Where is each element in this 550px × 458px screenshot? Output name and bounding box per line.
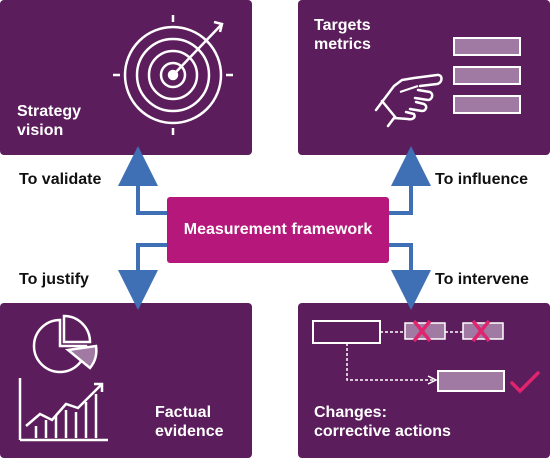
metrics-label: metrics: [314, 36, 371, 53]
strategy-label: Strategy: [17, 103, 82, 120]
corrective-actions-label: corrective actions: [314, 423, 451, 440]
vision-label: vision: [17, 122, 64, 139]
to-influence-label: To influence: [435, 171, 529, 188]
measurement-framework-box: Measurement framework: [167, 197, 389, 263]
process-flow-icon: [312, 319, 540, 394]
targets-metrics-text: Targets metrics: [314, 16, 371, 54]
to-justify-label: To justify: [19, 271, 89, 288]
factual-evidence-text: Factual evidence: [155, 403, 223, 441]
connector-validate: [118, 146, 167, 215]
connector-intervene: [389, 243, 431, 310]
strategy-vision-text: Strategy vision: [17, 102, 81, 140]
evidence-label: evidence: [155, 423, 224, 440]
to-intervene-label: To intervene: [435, 271, 529, 288]
pie-and-growth-chart-icon: [18, 314, 108, 442]
target-icon: [113, 15, 233, 135]
to-validate-label: To validate: [19, 171, 102, 188]
changes-label: Changes:: [314, 404, 387, 421]
measurement-framework-label: Measurement framework: [183, 221, 373, 238]
connector-influence: [389, 146, 431, 215]
corrective-actions-text: Changes: corrective actions: [314, 403, 451, 441]
factual-label: Factual: [155, 404, 212, 421]
targets-label: Targets: [314, 17, 371, 34]
pointing-hand-list-icon: [374, 37, 521, 128]
connector-justify: [118, 243, 167, 310]
